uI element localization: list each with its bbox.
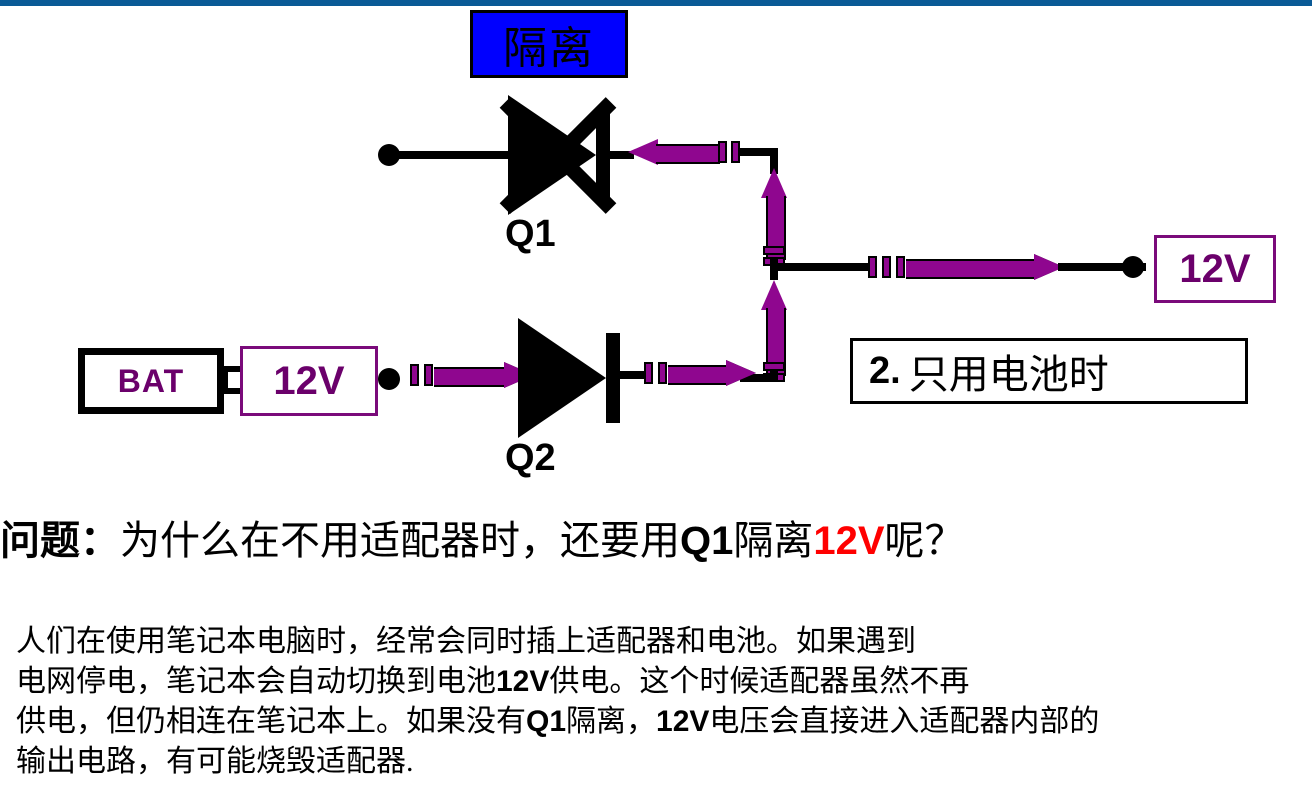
q1-output-wire (610, 151, 634, 159)
q1-corner-vertical-wire (770, 148, 778, 174)
question-part3: 呢？ (884, 518, 965, 563)
current-arrow-up-lower-shaft (766, 308, 786, 376)
isolation-badge: 隔离 (470, 10, 628, 78)
tick-q1-b (731, 141, 740, 163)
question-part2: 隔离 (733, 518, 814, 563)
tick-q2-out-a (644, 362, 653, 384)
battery-voltage-box: 12V (240, 346, 378, 416)
question-line: 问题：为什么在不用适配器时，还要用Q1隔离12V呢？ (0, 508, 1312, 566)
output-terminal-dot (1122, 256, 1144, 278)
q2-diode-bar-icon (606, 333, 620, 423)
q1-left-terminal-dot (378, 144, 400, 166)
question-lead: 问题： (0, 518, 120, 563)
current-arrow-output-shaft (906, 259, 1036, 279)
current-arrow-output (906, 254, 1064, 280)
tick-out-c (896, 256, 905, 278)
question-highlight: 12V (813, 519, 885, 563)
battery-box: BAT (78, 348, 224, 414)
current-arrow-out-q2-head (726, 360, 756, 386)
current-arrow-up-lower-head (761, 280, 787, 310)
q2-diode-triangle-icon (518, 318, 606, 438)
q2-input-terminal-dot (378, 368, 400, 390)
explanation-line-4-text: 输出电路，有可能烧毁适配器. (16, 745, 414, 778)
question-component: Q1 (680, 519, 734, 563)
explanation-line-3: 供电，但仍相连在笔记本上。如果没有Q1隔离，12V电压会直接进入适配器内部的 (16, 702, 1296, 742)
explanation-line-3-c: 隔离， (566, 705, 657, 738)
current-arrow-out-q2-shaft (668, 365, 728, 385)
current-arrow-to-q1 (628, 139, 720, 165)
tick-q2-out-b (658, 362, 667, 384)
explanation-line-2-c: 供电。这个时候适配器虽然不再 (549, 665, 970, 698)
tick-out-b (882, 256, 891, 278)
q1-label: Q1 (505, 213, 556, 255)
explanation-paragraph: 人们在使用笔记本电脑时，经常会同时插上适配器和电池。如果遇到 电网停电，笔记本会… (16, 622, 1296, 782)
battery-label: BAT (117, 362, 185, 399)
explanation-line-2-voltage: 12V (496, 665, 550, 698)
output-voltage-label: 12V (1179, 246, 1251, 291)
scenario-caption-box: 2. 只用电池时 (850, 338, 1248, 404)
q2-label: Q2 (505, 437, 556, 479)
current-arrow-up-lower (761, 280, 787, 376)
current-arrow-up-upper-shaft (766, 196, 786, 260)
current-arrow-out-q2 (668, 360, 756, 386)
junction-output-wire (770, 263, 870, 271)
q1-input-wire (390, 151, 516, 159)
q2-corner-horizontal-wire (740, 374, 778, 382)
explanation-line-3-e: 电压会直接进入适配器内部的 (709, 705, 1100, 738)
explanation-line-3-a: 供电，但仍相连在笔记本上。如果没有 (16, 705, 526, 738)
q1-top-rail-wire (740, 148, 778, 156)
output-terminal-wire (1058, 263, 1146, 271)
tick-up-upper-a (763, 246, 785, 255)
current-arrow-into-q2-shaft (434, 367, 506, 387)
explanation-line-1: 人们在使用笔记本电脑时，经常会同时插上适配器和电池。如果遇到 (16, 622, 1296, 662)
current-arrow-up-upper-head (761, 168, 787, 198)
tick-q1-a (718, 141, 727, 163)
scenario-caption-text: 只用电池时 (908, 352, 1109, 397)
output-voltage-box: 12V (1154, 235, 1276, 303)
q2-output-wire (620, 371, 644, 379)
explanation-line-2: 电网停电，笔记本会自动切换到电池12V供电。这个时候适配器虽然不再 (16, 662, 1296, 702)
tick-q2-in-a (410, 364, 419, 386)
explanation-line-4: 输出电路，有可能烧毁适配器. (16, 742, 1296, 782)
scenario-caption-number: 2. (869, 349, 901, 392)
question-part1: 为什么在不用适配器时，还要用 (120, 518, 680, 563)
explanation-line-3-component: Q1 (526, 705, 567, 738)
battery-voltage-label: 12V (273, 358, 345, 403)
q1-diode-bar-icon (596, 110, 610, 200)
current-arrow-up-upper (761, 168, 787, 260)
explanation-line-1-text: 人们在使用笔记本电脑时，经常会同时插上适配器和电池。如果遇到 (16, 625, 916, 658)
tick-out-a (868, 256, 877, 278)
explanation-line-2-a: 电网停电，笔记本会自动切换到电池 (16, 665, 496, 698)
tick-q2-in-b (424, 364, 433, 386)
top-accent-bar (0, 0, 1312, 6)
isolation-badge-label: 隔离 (503, 24, 595, 73)
current-arrow-to-q1-head (628, 139, 658, 165)
current-arrow-to-q1-shaft (656, 144, 720, 164)
explanation-line-3-voltage: 12V (656, 705, 710, 738)
